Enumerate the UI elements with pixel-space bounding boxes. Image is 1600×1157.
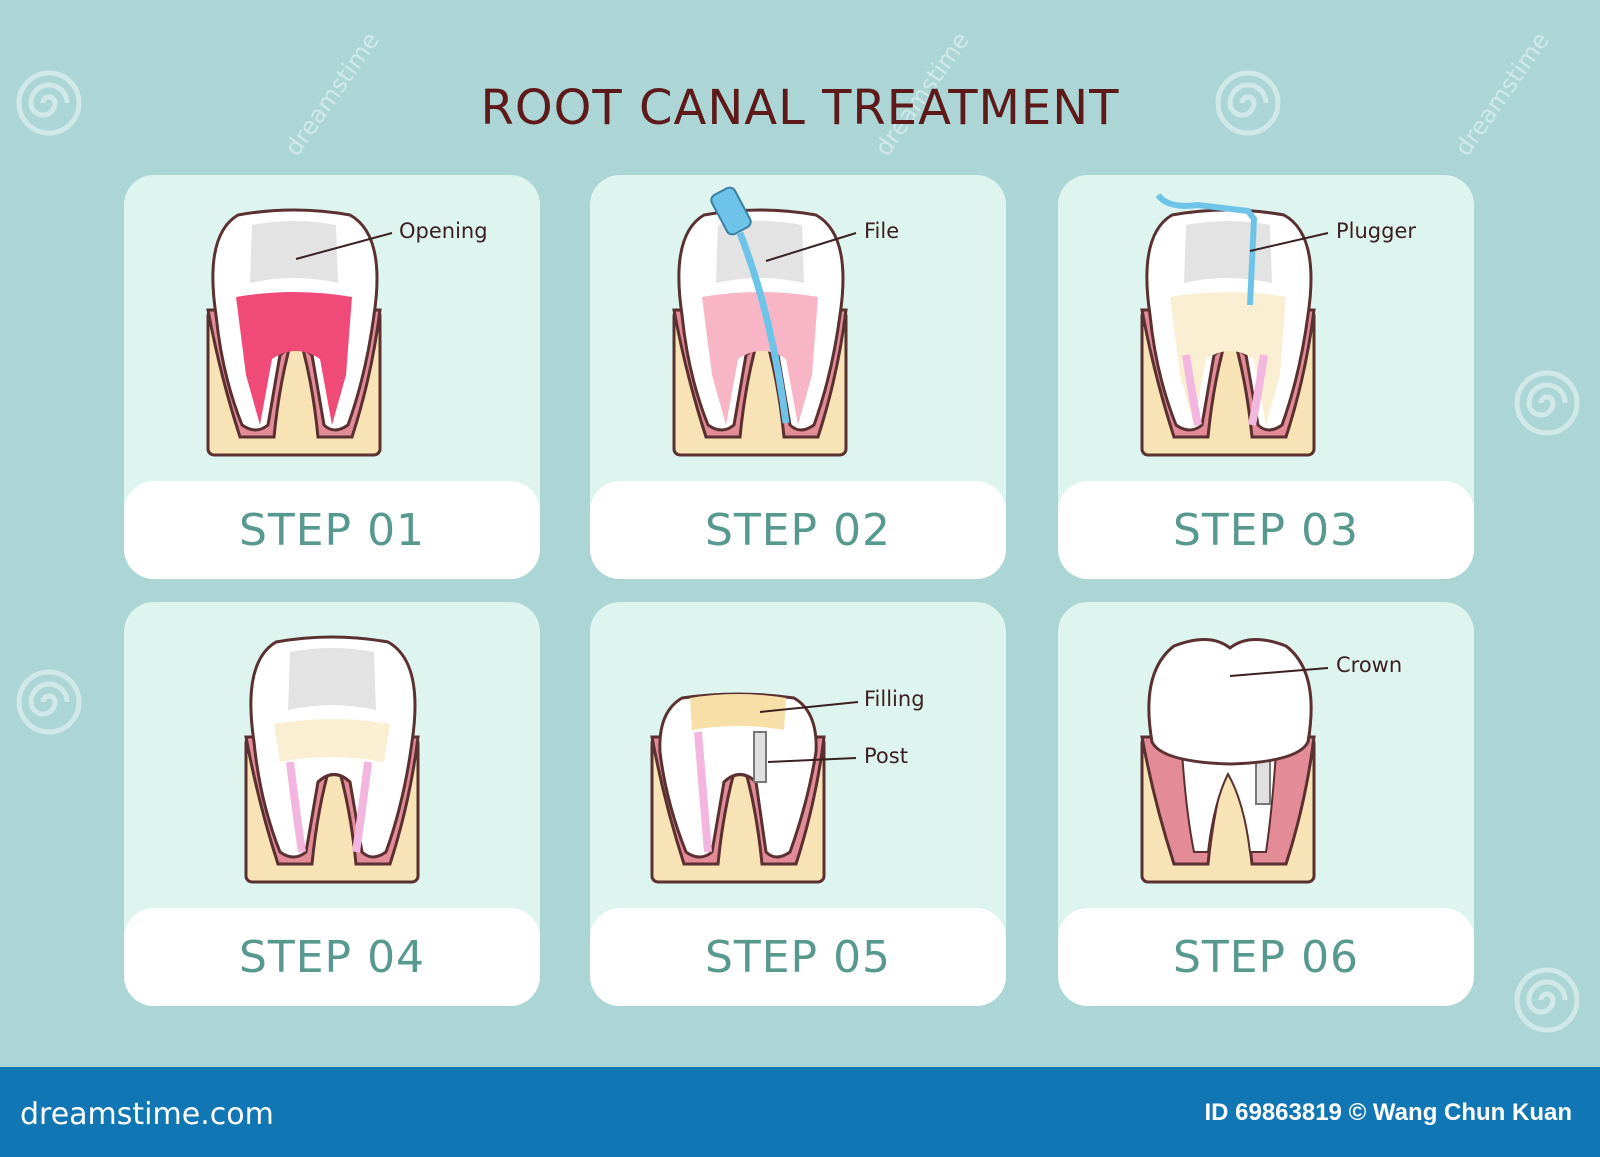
page-title: ROOT CANAL TREATMENT (480, 80, 1120, 136)
step-footer: STEP 05 (590, 908, 1006, 1006)
step-card-05: Filling Post STEP 05 (590, 602, 1006, 1006)
step-label: STEP 03 (1172, 504, 1360, 556)
step-card-03: Plugger STEP 03 (1058, 175, 1474, 579)
step-label: STEP 01 (238, 504, 426, 556)
callout-crown: Crown (1336, 653, 1402, 677)
step-card-06: Crown STEP 06 (1058, 602, 1474, 1006)
tooth-file-illustration: File (672, 186, 899, 457)
watermark-swirl-icon (1215, 70, 1281, 136)
brand-logo-text[interactable]: dreamstime.com (20, 1097, 274, 1132)
callout-filling: Filling (864, 687, 925, 711)
tooth-plugger-illustration: Plugger (1140, 193, 1416, 457)
tooth-filling-post-illustration: Filling Post (650, 687, 925, 884)
callout-file: File (864, 219, 899, 243)
tooth-opening-illustration: Opening (206, 208, 488, 457)
step-label: STEP 06 (1172, 931, 1360, 983)
watermark-swirl-icon (16, 70, 82, 136)
step-footer: STEP 06 (1058, 908, 1474, 1006)
step-card-04: STEP 04 (124, 602, 540, 1006)
step-footer: STEP 03 (1058, 481, 1474, 579)
watermark-swirl-icon (1514, 967, 1580, 1033)
watermark-swirl-icon (1514, 370, 1580, 436)
watermark-swirl-icon (16, 669, 82, 735)
callout-post: Post (864, 744, 908, 768)
callout-plugger: Plugger (1336, 219, 1416, 243)
step-label: STEP 02 (704, 504, 892, 556)
tooth-crown-illustration: Crown (1140, 638, 1402, 884)
image-credit: ID 69863819 © Wang Chun Kuan (1204, 1099, 1572, 1126)
step-footer: STEP 04 (124, 908, 540, 1006)
callout-opening: Opening (399, 219, 488, 243)
footer-bar: dreamstime.com ID 69863819 © Wang Chun K… (0, 1067, 1600, 1157)
step-card-01: Opening STEP 01 (124, 175, 540, 579)
tooth-sealed-illustration (244, 635, 420, 884)
step-footer: STEP 02 (590, 481, 1006, 579)
step-label: STEP 05 (704, 931, 892, 983)
step-label: STEP 04 (238, 931, 426, 983)
step-card-02: File STEP 02 (590, 175, 1006, 579)
step-footer: STEP 01 (124, 481, 540, 579)
